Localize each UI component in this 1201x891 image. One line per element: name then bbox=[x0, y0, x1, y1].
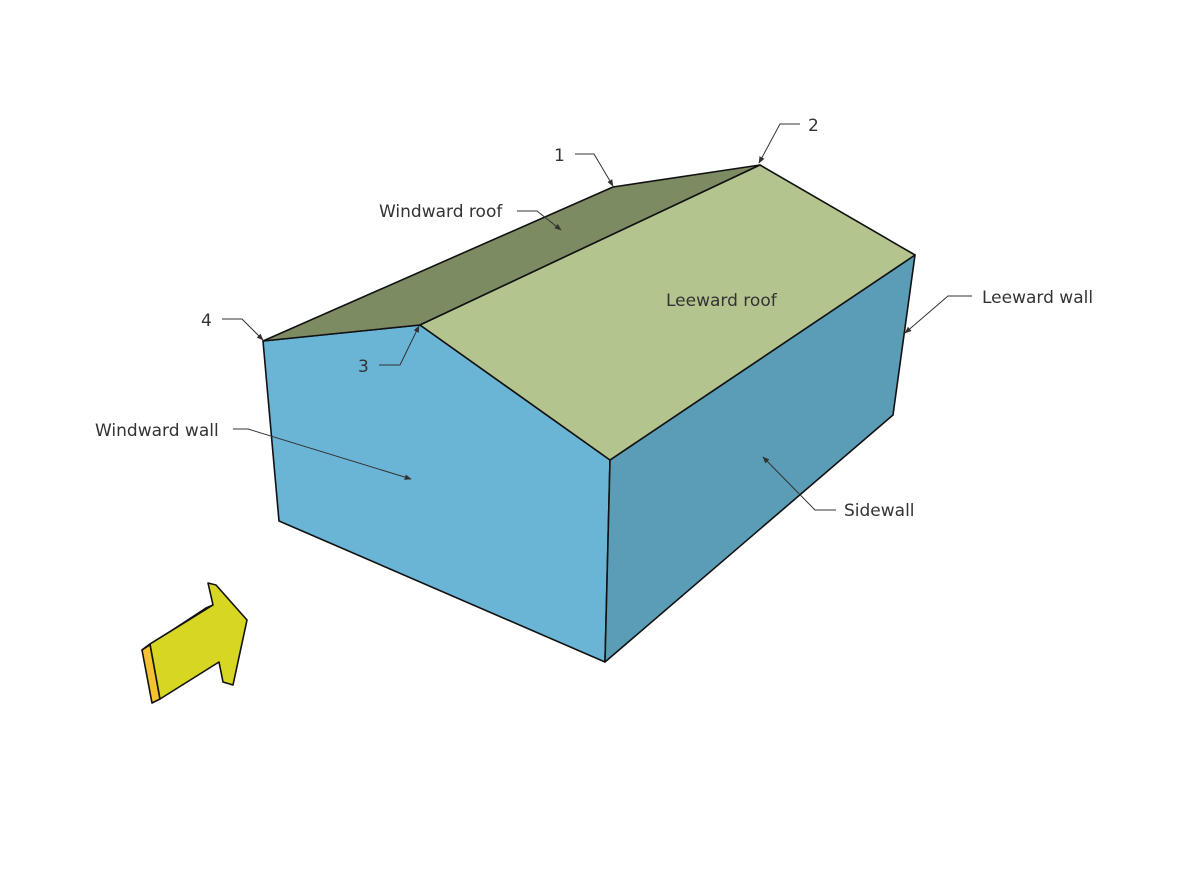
leeward-roof-face bbox=[419, 164, 916, 461]
label-sidewall: Sidewall bbox=[844, 501, 915, 521]
leader-corner-1 bbox=[575, 153, 614, 187]
wind-arrow-face bbox=[149, 582, 248, 700]
leader-leeward-wall bbox=[904, 295, 972, 334]
label-leeward-wall: Leeward wall bbox=[982, 288, 1093, 308]
leader-sidewall bbox=[762, 456, 836, 511]
leader-windward-wall bbox=[233, 428, 412, 480]
leader-corner-4 bbox=[222, 318, 264, 341]
label-windward-wall: Windward wall bbox=[95, 421, 219, 441]
leader-windward-roof bbox=[517, 210, 562, 231]
label-corner-4: 4 bbox=[201, 311, 212, 331]
leader-corner-2 bbox=[758, 123, 800, 164]
leader-corner-3 bbox=[379, 325, 420, 366]
wind-arrow-icon bbox=[141, 582, 248, 704]
label-corner-2: 2 bbox=[808, 116, 819, 136]
label-leeward-roof: Leeward roof bbox=[666, 291, 778, 311]
label-windward-roof: Windward roof bbox=[379, 202, 503, 222]
label-corner-3: 3 bbox=[358, 357, 369, 377]
label-corner-1: 1 bbox=[554, 146, 565, 166]
